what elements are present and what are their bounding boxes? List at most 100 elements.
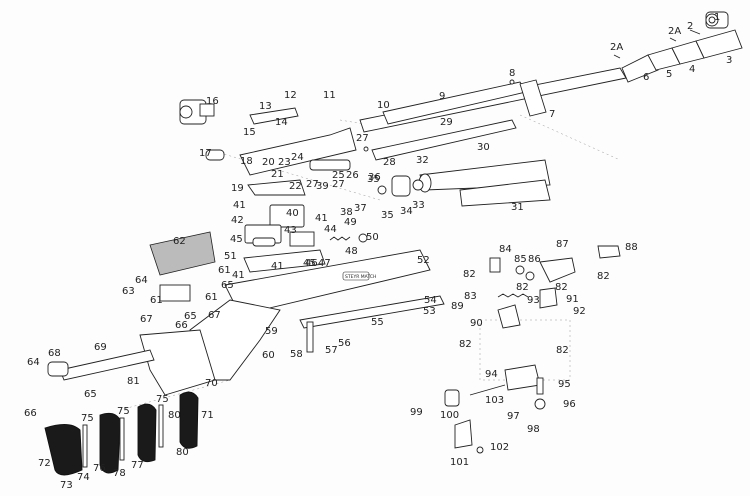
plate-63 bbox=[159, 284, 191, 302]
barrel-assembly bbox=[359, 11, 743, 133]
part-label-80_b: 80 bbox=[176, 447, 189, 458]
part-label-73: 73 bbox=[60, 480, 73, 491]
part-label-63: 63 bbox=[122, 286, 135, 297]
part-label-31: 31 bbox=[511, 202, 524, 213]
trigger-blade-101 bbox=[454, 419, 473, 449]
part-label-39: 39 bbox=[316, 181, 329, 192]
part-label-27_c: 27 bbox=[332, 179, 345, 190]
sear-90 bbox=[497, 304, 521, 329]
part-label-16: 16 bbox=[206, 96, 219, 107]
part-label-102: 102 bbox=[490, 442, 509, 453]
part-label-6: 6 bbox=[643, 72, 649, 83]
receiver-18 bbox=[239, 127, 357, 176]
part-label-64_b: 64 bbox=[27, 357, 40, 368]
block-40 bbox=[269, 204, 305, 228]
part-number-labels: 122A2A3456789101112131415161718192021222… bbox=[24, 12, 732, 491]
part-label-91: 91 bbox=[566, 294, 579, 305]
part-label-56: 56 bbox=[338, 338, 351, 349]
part-17 bbox=[205, 149, 225, 161]
trigger-guard-19 bbox=[247, 179, 306, 196]
part-label-2A_a: 2A bbox=[668, 26, 681, 37]
buttplate-71 bbox=[179, 391, 199, 449]
part-label-41_d: 41 bbox=[271, 261, 284, 272]
part-label-47: 47 bbox=[318, 258, 331, 269]
cheekpiece-62 bbox=[149, 231, 216, 276]
part-label-101: 101 bbox=[450, 457, 469, 468]
part-label-21: 21 bbox=[271, 169, 284, 180]
part-label-2A_b: 2A bbox=[610, 42, 623, 53]
spring-103 bbox=[469, 384, 506, 396]
part-label-50: 50 bbox=[366, 232, 379, 243]
part-85 bbox=[515, 265, 525, 275]
screw-95 bbox=[536, 377, 544, 395]
tube-29 bbox=[371, 119, 517, 161]
part-label-20: 20 bbox=[262, 157, 275, 168]
brand-plate bbox=[342, 271, 370, 281]
part-label-76: 76 bbox=[93, 463, 106, 474]
part-label-72: 72 bbox=[38, 458, 51, 469]
part-label-103: 103 bbox=[485, 395, 504, 406]
part-label-61_b: 61 bbox=[150, 295, 163, 306]
part-label-65_b: 65 bbox=[184, 311, 197, 322]
stock-grip bbox=[189, 299, 281, 381]
part-label-75_c: 75 bbox=[156, 394, 169, 405]
part-label-7: 7 bbox=[549, 109, 555, 120]
part-label-64_a: 64 bbox=[135, 275, 148, 286]
valve-34 bbox=[391, 175, 411, 197]
part-label-10: 10 bbox=[377, 100, 390, 111]
part-label-94: 94 bbox=[485, 369, 498, 380]
part-label-67_b: 67 bbox=[208, 310, 221, 321]
part-label-92: 92 bbox=[573, 306, 586, 317]
screw-2A bbox=[669, 37, 677, 42]
part-label-93: 93 bbox=[527, 295, 540, 306]
screw-8 bbox=[509, 79, 515, 85]
part-label-98: 98 bbox=[527, 424, 540, 435]
rear-sight-16 bbox=[179, 99, 215, 125]
part-91 bbox=[539, 287, 558, 309]
part-label-82_c: 82 bbox=[555, 282, 568, 293]
part-label-99: 99 bbox=[410, 407, 423, 418]
part-label-23: 23 bbox=[278, 157, 291, 168]
rail-13 bbox=[249, 107, 299, 125]
part-label-89: 89 bbox=[451, 301, 464, 312]
part-label-13: 13 bbox=[259, 101, 272, 112]
part-label-77: 77 bbox=[131, 460, 144, 471]
trigger-housing-51 bbox=[243, 249, 326, 273]
trigger-mechanism bbox=[444, 245, 621, 454]
part-label-86: 86 bbox=[528, 254, 541, 265]
part-label-54: 54 bbox=[424, 295, 437, 306]
butt-stock bbox=[139, 329, 216, 396]
part-label-65_a: 65 bbox=[221, 280, 234, 291]
part-label-75_b: 75 bbox=[117, 406, 130, 417]
part-label-100: 100 bbox=[440, 410, 459, 421]
part-label-66_b: 66 bbox=[24, 408, 37, 419]
cylinder-31 bbox=[459, 179, 551, 207]
part-label-3: 3 bbox=[726, 55, 732, 66]
part-label-41_a: 41 bbox=[233, 200, 246, 211]
part-label-51: 51 bbox=[224, 251, 237, 262]
part-label-81: 81 bbox=[127, 376, 140, 387]
stock-assembly: STEYR MATCH bbox=[139, 231, 445, 396]
tube-69 bbox=[59, 349, 155, 381]
part-label-41_c: 41 bbox=[232, 270, 245, 281]
part-label-2: 2 bbox=[687, 21, 693, 32]
bracket-44 bbox=[289, 231, 315, 247]
part-label-67_a: 67 bbox=[140, 314, 153, 325]
part-100 bbox=[444, 389, 460, 407]
trigger-94 bbox=[504, 364, 541, 391]
part-label-57: 57 bbox=[325, 345, 338, 356]
part-label-42: 42 bbox=[231, 215, 244, 226]
part-84 bbox=[489, 257, 501, 273]
part-label-82_e: 82 bbox=[459, 339, 472, 350]
part-label-36: 36 bbox=[368, 172, 381, 183]
part-label-45_a: 45 bbox=[230, 234, 243, 245]
part-label-33: 33 bbox=[412, 200, 425, 211]
part-label-61_c: 61 bbox=[205, 292, 218, 303]
part-label-15: 15 bbox=[243, 127, 256, 138]
part-label-82_f: 82 bbox=[516, 282, 529, 293]
part-label-66_a: 66 bbox=[175, 320, 188, 331]
part-label-27_b: 27 bbox=[306, 179, 319, 190]
pin-45 bbox=[252, 237, 276, 247]
part-label-27_a: 27 bbox=[356, 133, 369, 144]
